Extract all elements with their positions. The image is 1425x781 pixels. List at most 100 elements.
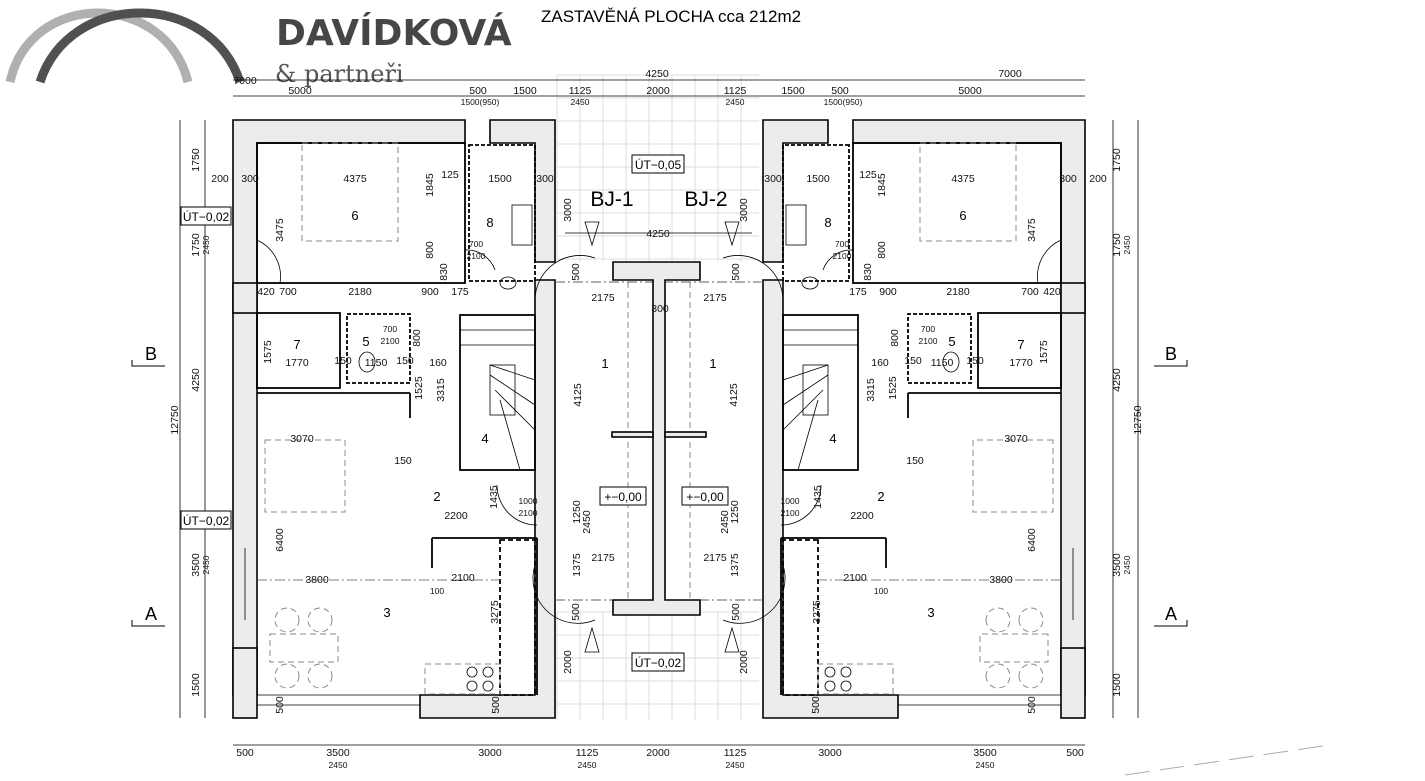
dimension-label: 1500 [513,85,537,97]
section-a-left: A [145,604,157,624]
level-entrance-bottom: ÚT−0,02 [635,655,682,670]
dimension-label: 3800 [989,574,1013,586]
dimension-label: 1375 [571,553,583,577]
dimension-label: 200 [1089,173,1107,185]
logo-arc-dark-icon [35,8,245,84]
room-number: 5 [362,334,369,349]
dimension-label: 420 [257,286,275,298]
room-number: 8 [486,215,493,230]
dimension-label: 830 [438,263,450,281]
dimension-label: 500 [730,603,742,621]
dimension-label: 2175 [591,292,615,304]
dimension-label: 1575 [262,340,274,364]
unit-bj2-plan [558,119,1086,719]
dimension-label: 500 [274,696,286,714]
room-number: 3 [383,605,390,620]
dimension-label: 12750 [1132,405,1144,434]
dimension-label: 1845 [876,173,888,197]
dimension-label: 800 [424,241,436,259]
dimension-label: 2100 [467,251,486,261]
dimension-label: 125 [441,169,459,181]
dimension-label: 300 [241,173,259,185]
level-markers: ÚT−0,05 ÚT−0,02 ÚT−0,02 ÚT−0,02 +−0,00 +… [180,154,729,672]
dimension-label: 2175 [703,292,727,304]
ground-dash-line [1124,744,1331,776]
dimension-label: 6400 [274,528,286,552]
dimension-label: 4250 [645,68,669,80]
dimension-label: 800 [889,329,901,347]
dimension-label: 500 [730,263,742,281]
dimension-label: 3315 [435,378,447,402]
dimension-label: 5000 [288,85,312,97]
dimension-label: 1250 [729,500,741,524]
room-number: 4 [481,431,488,446]
dimension-label: 3315 [865,378,877,402]
room-number: 1 [601,356,608,371]
brand-name: DAVÍDKOVÁ [276,12,512,54]
unit-label-bj1: BJ-1 [590,188,633,211]
dimension-label: 3000 [478,747,502,759]
dimension-label: 4250 [646,228,670,240]
dimension-label: 2450 [201,235,211,254]
dimension-label: 2100 [381,336,400,346]
built-area-title: ZASTAVĚNÁ PLOCHA cca 212m2 [541,7,801,26]
dimension-label: 175 [849,286,867,298]
dimension-label: 700 [469,239,483,249]
room-number: 7 [293,337,300,352]
dimension-label: 1845 [424,173,436,197]
section-a-right: A [1165,604,1177,624]
room-number: 2 [433,489,440,504]
dimension-label: 1500 [781,85,805,97]
dimension-label: 1435 [488,485,500,509]
dimension-label: 5000 [958,85,982,97]
dimension-label: 500 [570,603,582,621]
dimension-label: 150 [394,455,412,467]
company-logo: DAVÍDKOVÁ & partneři [5,8,512,88]
dimension-label: 2450 [726,760,745,770]
room-number: 6 [351,208,358,223]
dimension-label: 700 [279,286,297,298]
dimension-label: 900 [879,286,897,298]
dimension-label: 2100 [833,251,852,261]
room-number: 4 [829,431,836,446]
dimension-label: 830 [862,263,874,281]
dimension-label: 700 [835,239,849,249]
dimension-label: 800 [876,241,888,259]
dimension-label: 2450 [201,555,211,574]
dimension-label: 100 [874,586,888,596]
dimension-label: 3000 [562,198,574,222]
dimension-label: 3475 [274,218,286,242]
dimension-label: 2200 [850,510,874,522]
dimension-label: 1750 [1111,148,1123,172]
dimension-label: 300 [651,303,669,315]
dimension-label: 3275 [489,600,501,624]
dimension-label: 1500 [488,173,512,185]
dimension-label: 300 [1059,173,1077,185]
level-left-upper: ÚT−0,02 [183,209,230,224]
dimension-label: 1525 [887,376,899,400]
dimension-label: 1750 [190,233,202,257]
dimension-label: 1575 [1038,340,1050,364]
dimension-label: 1150 [365,357,388,369]
level-left-lower: ÚT−0,02 [183,513,230,528]
dimension-label: 300 [536,173,554,185]
dimension-label: 2000 [646,747,670,759]
brand-subtitle: & partneři [275,60,404,88]
dimension-label: 2100 [843,572,867,584]
dimension-label: 2000 [738,650,750,674]
dimension-label: 3070 [290,433,314,445]
dimension-label: 800 [411,329,423,347]
room-number: 6 [959,208,966,223]
party-wall [584,221,740,653]
dimension-label: 2180 [946,286,970,298]
dimension-label: 2180 [348,286,372,298]
dimension-label: 1150 [931,357,954,369]
dimension-label: 2450 [329,760,348,770]
room-number: 2 [877,489,884,504]
dimension-label: 2000 [562,650,574,674]
dimension-label: 2100 [919,336,938,346]
dimension-label: 1750 [1111,233,1123,257]
dimension-label: 2450 [976,760,995,770]
